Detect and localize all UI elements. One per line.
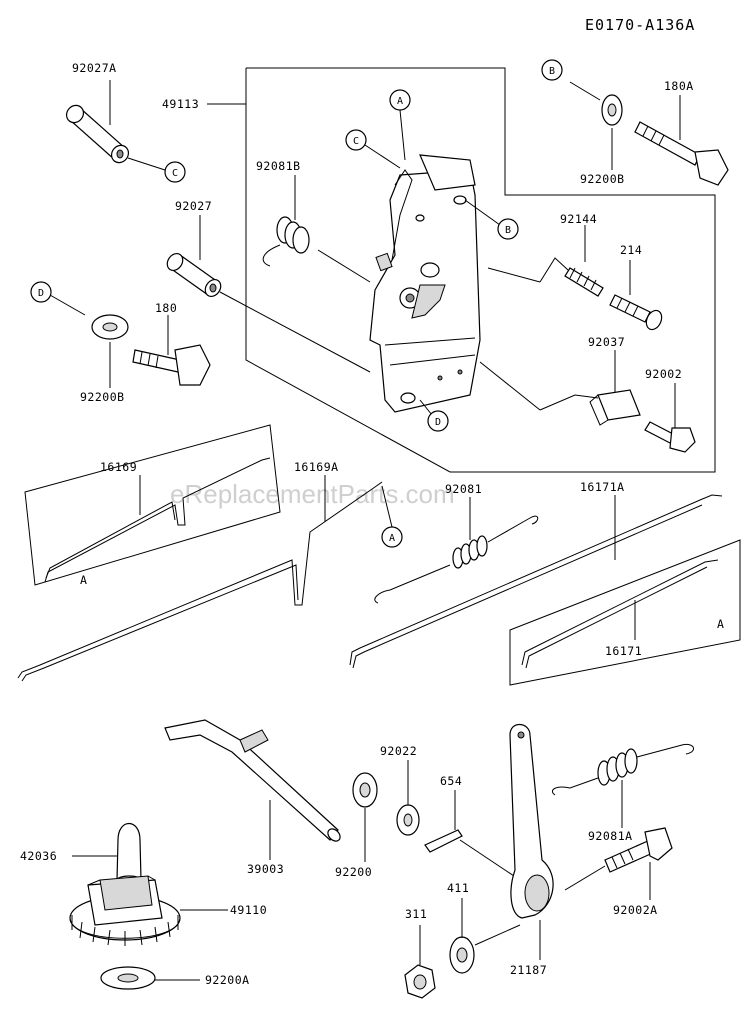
svg-text:B: B [505, 225, 511, 236]
label-92002: 92002 [645, 367, 682, 381]
sleeve-92027 [166, 253, 222, 297]
bolt-180 [132, 344, 211, 386]
label-311: 311 [405, 907, 427, 921]
label-180a: 180A [664, 79, 694, 93]
label-16169a: 16169A [294, 460, 339, 474]
washer-92200b-top [601, 94, 623, 126]
label-92022: 92022 [380, 744, 417, 758]
label-92027a: 92027A [72, 61, 117, 75]
ref-circle-c-left: C [164, 161, 186, 183]
ref-a-panel-16171: A [717, 617, 724, 631]
rod-16169a [17, 481, 383, 682]
label-92144: 92144 [560, 212, 597, 226]
washer-411 [449, 936, 475, 974]
svg-text:C: C [172, 168, 178, 179]
ref-circle-b-bracket: B [497, 218, 519, 240]
label-92081a: 92081A [588, 829, 633, 843]
label-180: 180 [155, 301, 177, 315]
svg-text:A: A [397, 96, 403, 107]
label-92200b-left: 92200B [80, 390, 125, 404]
label-214: 214 [620, 243, 642, 257]
screw-92002 [644, 421, 696, 453]
ref-circle-c-top: C [345, 129, 367, 151]
label-411: 411 [447, 881, 469, 895]
label-92037: 92037 [588, 335, 625, 349]
svg-text:D: D [38, 288, 44, 299]
label-21187: 21187 [510, 963, 547, 977]
spring-92081b [262, 216, 310, 267]
rod-16169 [44, 457, 271, 583]
label-16171a: 16171A [580, 480, 625, 494]
label-16169: 16169 [100, 460, 137, 474]
svg-text:A: A [389, 533, 395, 544]
washer-92200 [352, 772, 378, 808]
svg-text:B: B [549, 66, 555, 77]
label-92081b: 92081B [256, 159, 301, 173]
watermark: eReplacementParts.com [170, 479, 455, 509]
label-92081: 92081 [445, 482, 482, 496]
washer-92200a [100, 966, 156, 990]
spring-92144 [539, 257, 604, 297]
rod-16171a [349, 494, 723, 669]
label-42036: 42036 [20, 849, 57, 863]
label-92200: 92200 [335, 865, 372, 879]
label-49110: 49110 [230, 903, 267, 917]
pin-654 [424, 829, 463, 853]
bolt-180a [634, 121, 729, 186]
label-92027: 92027 [175, 199, 212, 213]
rod-16171 [521, 559, 719, 669]
ref-circle-a-top: A [389, 89, 411, 111]
clip-92037 [539, 389, 641, 426]
svg-text:C: C [353, 136, 359, 147]
ref-a-panel-16169: A [80, 573, 87, 587]
ref-circle-a-mid: A [381, 526, 403, 548]
ref-circle-b-top: B [541, 59, 563, 81]
assembly-outline-49113 [245, 67, 716, 473]
label-92002a: 92002A [613, 903, 658, 917]
gear-49110 [69, 875, 181, 946]
label-654: 654 [440, 774, 462, 788]
ref-circle-d-left: D [30, 281, 52, 303]
washer-92022 [396, 804, 420, 836]
screw-214 [609, 294, 663, 331]
spring-92081a [551, 743, 694, 796]
label-49113: 49113 [162, 97, 199, 111]
rod-panel-16171 [509, 539, 741, 686]
washer-92200b-left [91, 314, 129, 340]
lever-21187 [509, 723, 554, 919]
shaft-39003 [164, 719, 341, 842]
bolt-92002a [604, 827, 673, 873]
ref-circle-d-bracket: D [427, 410, 449, 432]
svg-text:D: D [435, 417, 441, 428]
label-92200b-top: 92200B [580, 172, 625, 186]
label-39003: 39003 [247, 862, 284, 876]
control-bracket-plate [369, 154, 481, 413]
diagram-code: E0170-A136A [585, 16, 695, 34]
cap-42036 [116, 823, 142, 886]
label-16171: 16171 [605, 644, 642, 658]
nut-311 [404, 964, 436, 999]
label-92200a: 92200A [205, 973, 250, 987]
spring-92081 [374, 515, 539, 604]
sleeve-92027a [65, 104, 130, 164]
rod-panel-16169 [24, 424, 281, 586]
